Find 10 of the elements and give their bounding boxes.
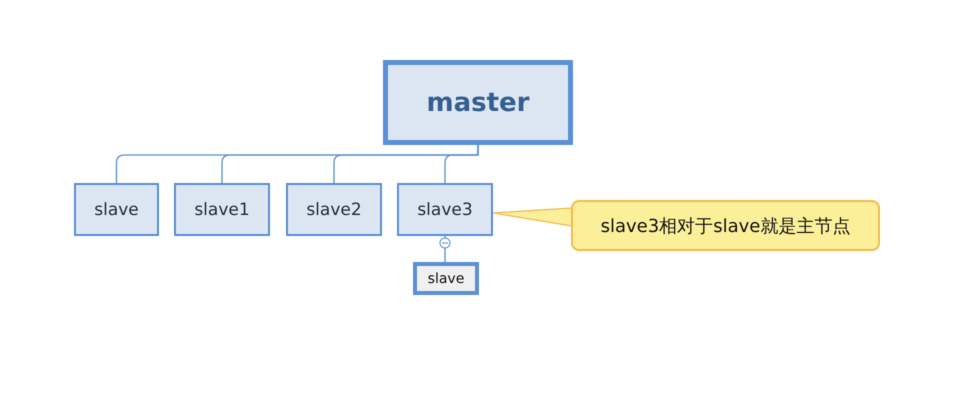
connector-line xyxy=(444,145,479,183)
topic-box: slave1 xyxy=(174,183,270,236)
callout-bubble: slave3相对于slave就是主节点 xyxy=(571,200,880,251)
topic-box: slave xyxy=(74,183,159,236)
connector-line xyxy=(440,236,450,262)
callout-pointer xyxy=(492,207,573,227)
topic-box: slave3 xyxy=(397,183,493,236)
master-box: master xyxy=(383,60,573,145)
subtopic-box: slave xyxy=(413,262,479,295)
topic-box: slave2 xyxy=(286,183,382,236)
